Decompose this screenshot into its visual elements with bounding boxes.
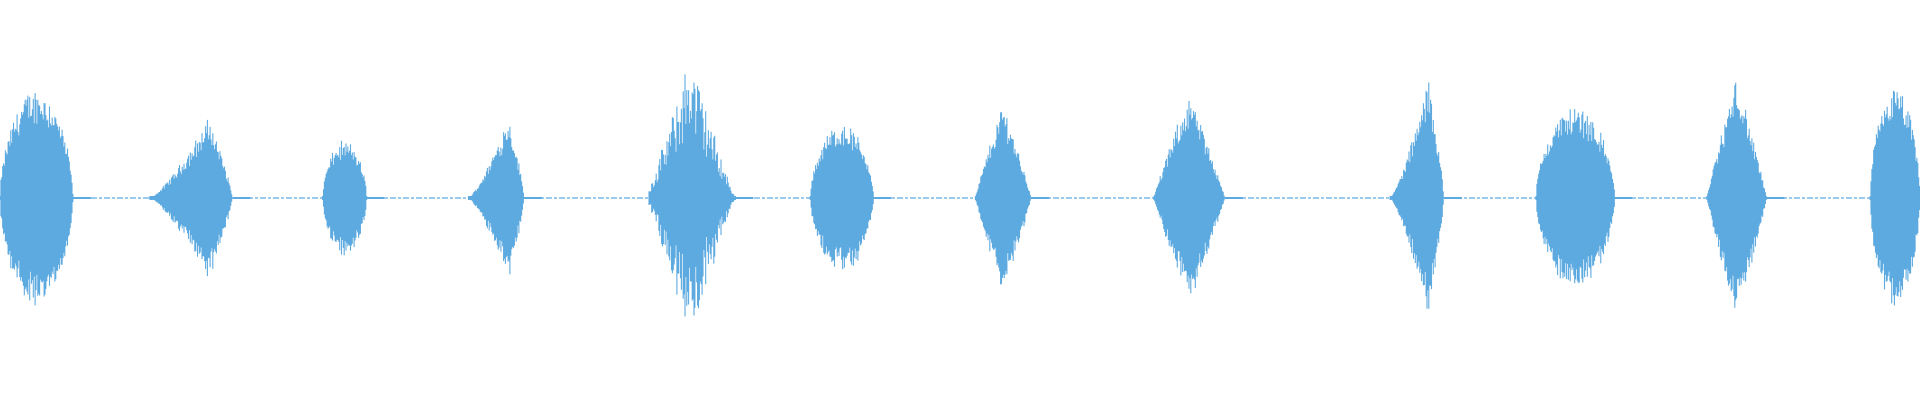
waveform-burst-path (1389, 82, 1444, 309)
waveform-burst (1535, 109, 1633, 284)
waveform-burst-path (1153, 101, 1225, 294)
waveform-burst (0, 93, 91, 306)
waveform-bars (0, 74, 1920, 317)
waveform-burst-path (322, 140, 368, 256)
waveform-burst-path (1706, 82, 1767, 308)
waveform-burst-path (1535, 109, 1615, 284)
waveform-burst (648, 74, 754, 317)
waveform-burst (1869, 90, 1920, 306)
waveform-burst-path (1869, 90, 1920, 306)
waveform-burst-path (467, 126, 524, 275)
waveform-burst-path (149, 119, 233, 277)
waveform-burst (1389, 82, 1462, 309)
waveform-burst-path (974, 112, 1031, 285)
waveform-burst (467, 126, 543, 275)
waveform-burst-path (648, 74, 736, 317)
waveform-burst-path (809, 127, 874, 270)
waveform-burst (322, 140, 385, 256)
waveform-burst (1153, 101, 1243, 294)
waveform-burst (149, 119, 251, 277)
waveform-burst (974, 112, 1050, 285)
waveform-burst (809, 127, 892, 270)
waveform-burst (1706, 82, 1785, 308)
waveform-burst-path (0, 93, 74, 306)
